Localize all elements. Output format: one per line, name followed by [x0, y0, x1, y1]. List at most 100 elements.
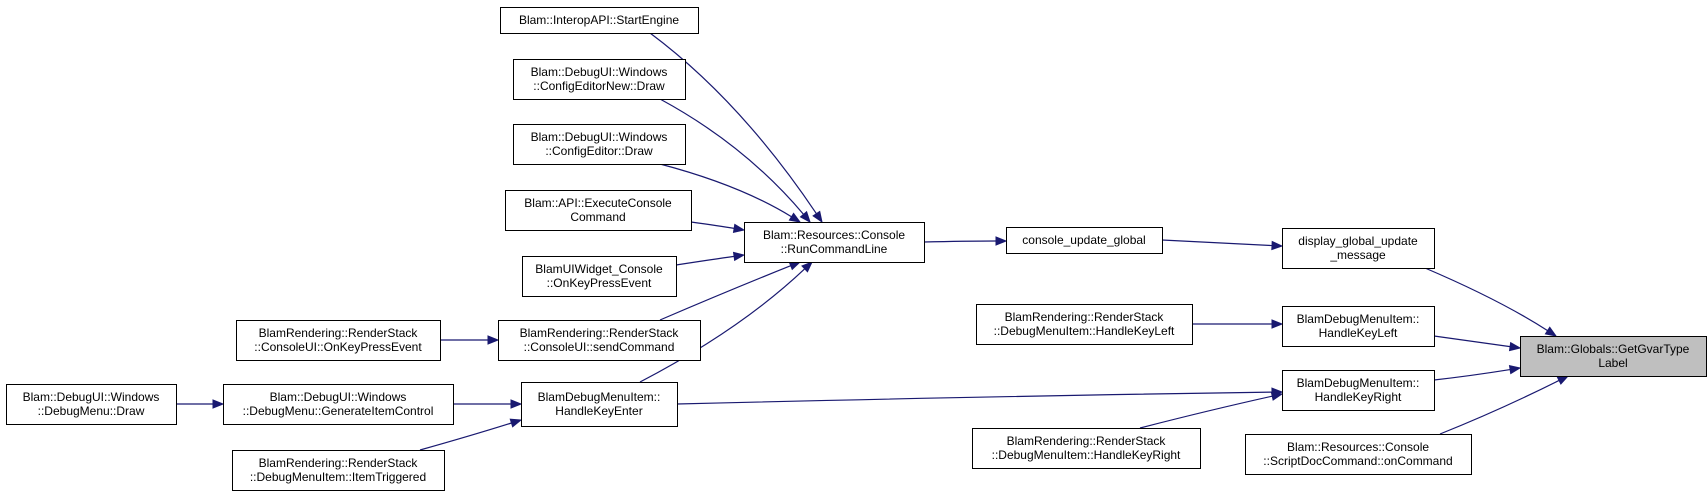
- node-debug_menu_item_handle_key_enter[interactable]: BlamDebugMenuItem::HandleKeyEnter: [521, 382, 678, 427]
- node-label: Blam::API::ExecuteConsole: [524, 196, 672, 210]
- node-debug_menu_item_handle_key_right[interactable]: BlamDebugMenuItem::HandleKeyRight: [1282, 370, 1435, 411]
- edge-line: [1139, 395, 1273, 429]
- edge-console_run_command_line-to-console_update_global: [923, 236, 1008, 246]
- edge-line: [659, 163, 792, 218]
- node-debug_menu_draw[interactable]: Blam::DebugUI::Windows::DebugMenu::Draw: [6, 384, 177, 425]
- node-console_update_global[interactable]: console_update_global: [1006, 227, 1163, 254]
- edge-console_update_global-to-display_global_update_message: [1161, 239, 1284, 251]
- node-box[interactable]: [223, 384, 454, 425]
- arrowhead-icon: [487, 335, 500, 345]
- node-label: ::RunCommandLine: [781, 242, 888, 256]
- arrowhead-icon: [1271, 319, 1284, 329]
- arrowhead-icon: [801, 261, 813, 273]
- edge-ui_widget_console_on_key_press-to-console_run_command_line: [675, 251, 746, 266]
- edge-render_stack_handle_key_left-to-debug_menu_item_handle_key_left: [1192, 319, 1284, 329]
- node-label: Blam::DebugUI::Windows: [270, 390, 407, 404]
- node-debug_menu_generate_item_control[interactable]: Blam::DebugUI::Windows::DebugMenu::Gener…: [223, 384, 454, 425]
- edge-config_editor_new_draw-to-console_run_command_line: [659, 98, 811, 224]
- edge-script_doc_command_on_command-to-get_gvar_type_label: [1439, 375, 1570, 435]
- node-box[interactable]: [236, 320, 441, 361]
- node-label: BlamUIWidget_Console: [535, 262, 663, 276]
- node-box[interactable]: [513, 124, 686, 165]
- node-box[interactable]: [521, 382, 678, 427]
- node-label: display_global_update: [1298, 234, 1418, 248]
- node-label: Blam::Resources::Console: [763, 228, 905, 242]
- arrowhead-icon: [1508, 341, 1522, 352]
- node-label: BlamRendering::RenderStack: [1007, 434, 1167, 448]
- arrowhead-icon: [799, 210, 811, 224]
- node-config_editor_new_draw[interactable]: Blam::DebugUI::Windows::ConfigEditorNew:…: [513, 59, 686, 100]
- node-label: Blam::Resources::Console: [1287, 440, 1429, 454]
- arrowhead-icon: [1544, 326, 1558, 337]
- edge-line: [690, 221, 735, 229]
- node-box[interactable]: [6, 384, 177, 425]
- edge-line: [1161, 239, 1273, 247]
- arrowhead-icon: [995, 236, 1008, 246]
- node-label: BlamRendering::RenderStack: [259, 456, 419, 470]
- node-console_run_command_line[interactable]: Blam::Resources::Console::RunCommandLine: [744, 222, 925, 263]
- edge-debug_menu_item_handle_key_left-to-get_gvar_type_label: [1433, 335, 1522, 352]
- edge-config_editor_draw-to-console_run_command_line: [659, 163, 802, 223]
- node-box[interactable]: [1282, 370, 1435, 411]
- node-render_stack_handle_key_left[interactable]: BlamRendering::RenderStack::DebugMenuIte…: [976, 304, 1193, 345]
- node-ui_widget_console_on_key_press[interactable]: BlamUIWidget_Console::OnKeyPressEvent: [522, 256, 677, 297]
- edge-line: [639, 268, 806, 383]
- arrowhead-icon: [732, 223, 746, 233]
- node-box[interactable]: [522, 256, 677, 297]
- node-box[interactable]: [513, 59, 686, 100]
- node-console_ui_send_command[interactable]: BlamRendering::RenderStack::ConsoleUI::s…: [498, 320, 701, 361]
- node-box[interactable]: [498, 320, 701, 361]
- edge-line: [649, 32, 817, 215]
- edge-display_global_update_message-to-get_gvar_type_label: [1424, 267, 1558, 337]
- node-box[interactable]: [505, 190, 692, 231]
- node-box[interactable]: [232, 450, 445, 491]
- node-label: ::ScriptDocCommand::onCommand: [1263, 454, 1452, 468]
- node-label: BlamDebugMenuItem::: [1297, 312, 1420, 326]
- node-box[interactable]: [972, 428, 1201, 469]
- arrowhead-icon: [1556, 375, 1570, 385]
- node-label: ::DebugMenuItem::HandleKeyRight: [992, 448, 1181, 462]
- edge-debug_menu_draw-to-debug_menu_generate_item_control: [175, 399, 225, 409]
- node-label: BlamRendering::RenderStack: [259, 326, 419, 340]
- node-box[interactable]: [1282, 306, 1435, 347]
- node-label: console_update_global: [1022, 233, 1145, 247]
- node-display_global_update_message[interactable]: display_global_update_message: [1282, 228, 1435, 269]
- edge-api_execute_console_command-to-console_run_command_line: [690, 221, 746, 233]
- node-label: HandleKeyEnter: [555, 404, 642, 418]
- node-label: BlamDebugMenuItem::: [538, 390, 661, 404]
- node-script_doc_command_on_command[interactable]: Blam::Resources::Console::ScriptDocComma…: [1245, 434, 1472, 475]
- arrowhead-icon: [510, 399, 523, 409]
- edge-line: [1433, 368, 1511, 381]
- arrowhead-icon: [1271, 387, 1284, 397]
- node-box[interactable]: [1520, 336, 1707, 377]
- node-box[interactable]: [500, 7, 699, 34]
- node-box[interactable]: [976, 304, 1193, 345]
- node-label: _message: [1329, 248, 1386, 262]
- edge-line: [659, 98, 805, 215]
- node-box[interactable]: [744, 222, 925, 263]
- node-label: Blam::DebugUI::Windows: [23, 390, 160, 404]
- node-config_editor_draw[interactable]: Blam::DebugUI::Windows::ConfigEditor::Dr…: [513, 124, 686, 165]
- edges-layer: [175, 32, 1570, 451]
- node-label: Blam::Globals::GetGvarType: [1537, 342, 1690, 356]
- edge-line: [1433, 335, 1511, 348]
- node-label: ::DebugMenu::Draw: [38, 404, 145, 418]
- node-label: HandleKeyRight: [1315, 390, 1402, 404]
- node-box[interactable]: [1006, 227, 1163, 254]
- node-box[interactable]: [1282, 228, 1435, 269]
- node-interop_api_start_engine[interactable]: Blam::InteropAPI::StartEngine: [500, 7, 699, 34]
- node-render_stack_handle_key_right[interactable]: BlamRendering::RenderStack::DebugMenuIte…: [972, 428, 1201, 469]
- node-label: Command: [570, 210, 625, 224]
- node-box[interactable]: [1245, 434, 1472, 475]
- edge-line: [1439, 379, 1560, 435]
- node-debug_menu_item_handle_key_left[interactable]: BlamDebugMenuItem::HandleKeyLeft: [1282, 306, 1435, 347]
- node-console_ui_on_key_press[interactable]: BlamRendering::RenderStack::ConsoleUI::O…: [236, 320, 441, 361]
- arrowhead-icon: [732, 251, 746, 262]
- node-render_stack_item_triggered[interactable]: BlamRendering::RenderStack::DebugMenuIte…: [232, 450, 445, 491]
- node-label: Label: [1598, 356, 1627, 370]
- edge-render_stack_item_triggered-to-debug_menu_item_handle_key_enter: [419, 418, 523, 451]
